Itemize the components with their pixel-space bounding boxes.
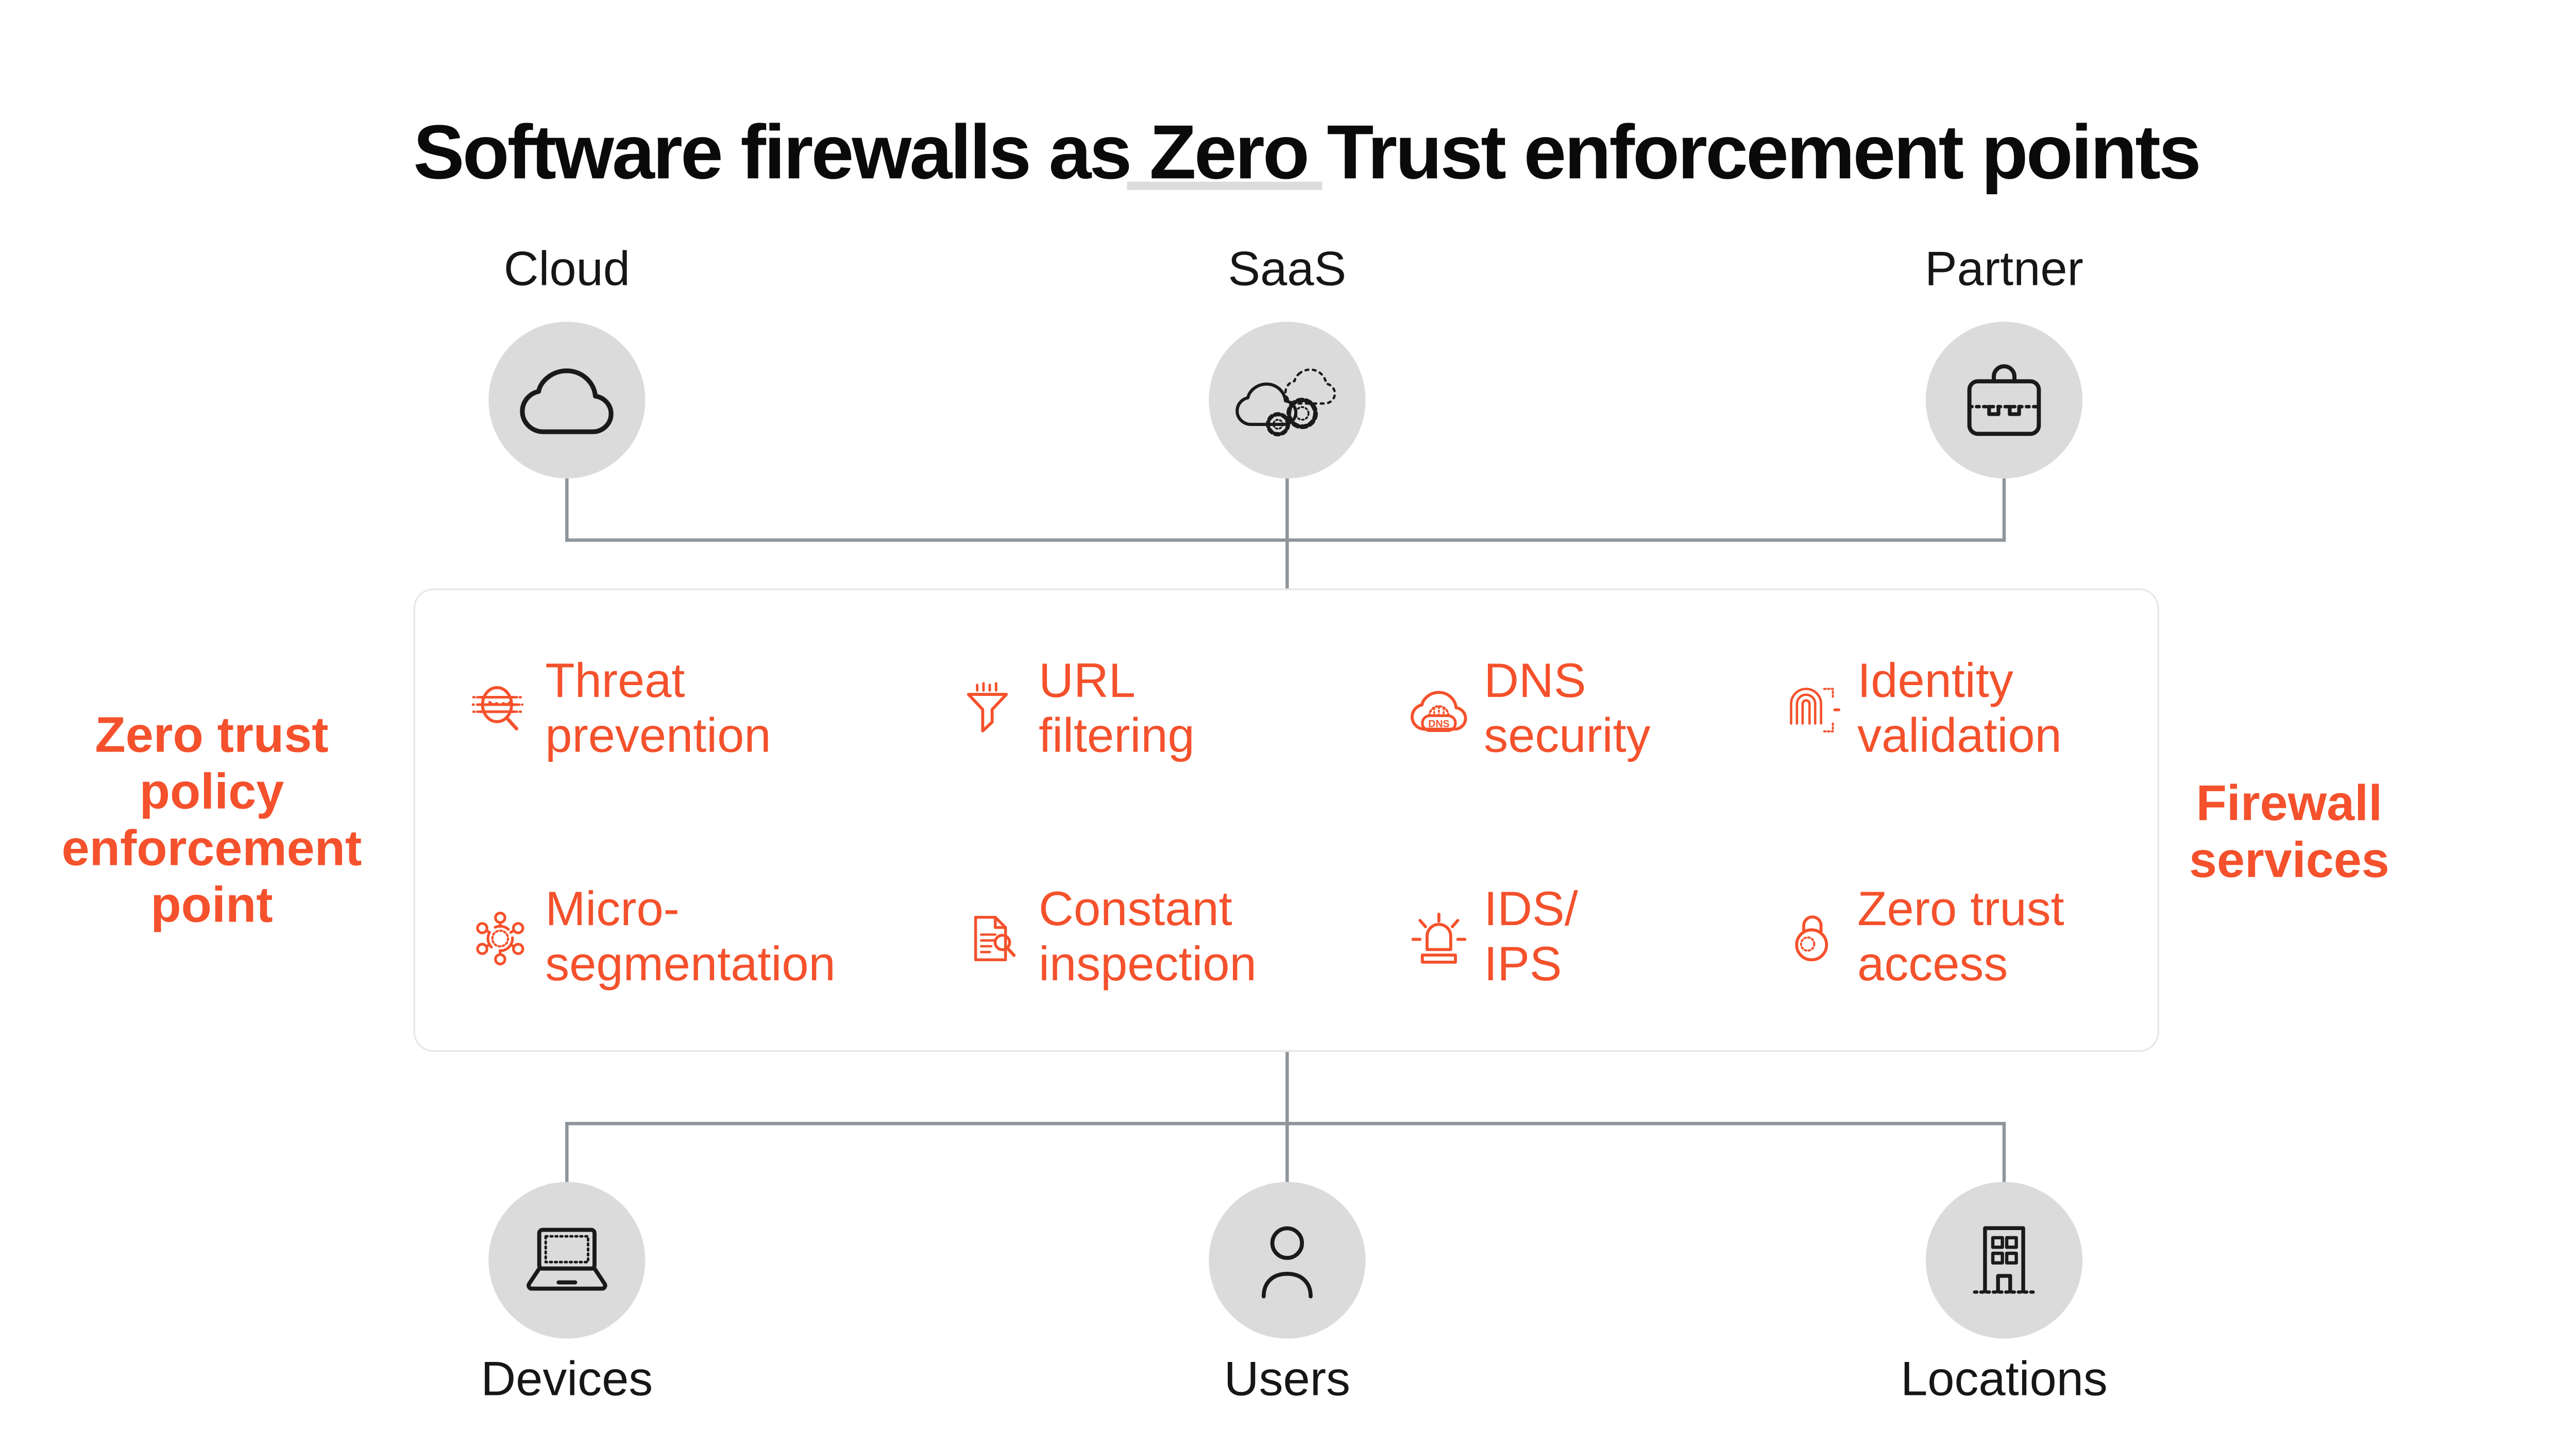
page-title: Software firewalls as Zero Trust enforce… xyxy=(413,108,2201,195)
connector-line xyxy=(1285,478,1289,589)
node-devices xyxy=(488,1182,646,1339)
title-underline xyxy=(1127,181,1323,190)
service-threat-prevention: Threat prevention xyxy=(471,655,771,765)
node-users xyxy=(1209,1182,1366,1339)
service-ids-ips: IDS/ IPS xyxy=(1411,883,1578,994)
left-label-zero-trust-policy-enforcement-point: Zero trust policy enforcement point xyxy=(61,708,362,934)
service-dns-security: DNS DNS security xyxy=(1411,655,1651,765)
connector-line xyxy=(565,478,568,542)
cloud-icon xyxy=(518,362,615,438)
ids-ips-icon xyxy=(1411,910,1467,967)
service-identity-validation: Identity validation xyxy=(1784,655,2062,765)
connector-line xyxy=(565,1121,2006,1125)
connector-line xyxy=(1285,1052,1289,1182)
connector-line xyxy=(2002,1121,2006,1182)
url-filtering-icon xyxy=(965,682,1022,739)
connector-line xyxy=(2002,478,2006,542)
zero-trust-access-icon xyxy=(1784,910,1841,967)
node-locations xyxy=(1925,1182,2083,1339)
micro-segmentation-icon xyxy=(472,910,529,967)
identity-validation-icon xyxy=(1784,682,1841,739)
node-label-devices: Devices xyxy=(481,1353,653,1407)
node-label-saas: SaaS xyxy=(1228,243,1347,297)
node-cloud xyxy=(488,321,646,479)
service-label: Micro- segmentation xyxy=(545,883,836,992)
service-label: IDS/ IPS xyxy=(1484,883,1578,992)
service-label: DNS security xyxy=(1484,655,1651,764)
node-partner xyxy=(1925,321,2083,479)
service-constant-inspection: Constant inspection xyxy=(965,883,1257,994)
node-label-users: Users xyxy=(1224,1353,1350,1407)
briefcase-icon xyxy=(1959,359,2049,442)
laptop-icon xyxy=(518,1225,615,1295)
service-label: Constant inspection xyxy=(1039,883,1257,992)
dns-icon-text: DNS xyxy=(1428,718,1449,729)
node-saas xyxy=(1209,321,1366,479)
user-icon xyxy=(1244,1219,1330,1302)
saas-cloud-gears-icon xyxy=(1234,362,1341,438)
service-label: Identity validation xyxy=(1857,655,2062,764)
connector-line xyxy=(565,1121,568,1182)
service-url-filtering: URL filtering xyxy=(965,655,1195,765)
node-label-partner: Partner xyxy=(1925,243,2083,297)
service-label: URL filtering xyxy=(1039,655,1195,764)
service-label: Threat prevention xyxy=(545,655,771,764)
service-zero-trust-access: Zero trust access xyxy=(1784,883,2064,994)
dns-security-icon: DNS xyxy=(1411,682,1467,739)
node-label-locations: Locations xyxy=(1901,1353,2108,1407)
service-micro-segmentation: Micro- segmentation xyxy=(472,883,836,994)
node-label-cloud: Cloud xyxy=(503,243,630,297)
right-label-firewall-services: Firewall services xyxy=(2189,777,2389,889)
threat-prevention-icon xyxy=(471,682,529,739)
zero-trust-enforcement-box: Threat prevention URL filtering xyxy=(413,588,2159,1052)
service-label: Zero trust access xyxy=(1857,883,2064,992)
constant-inspection-icon xyxy=(965,910,1022,967)
building-icon xyxy=(1962,1220,2046,1300)
